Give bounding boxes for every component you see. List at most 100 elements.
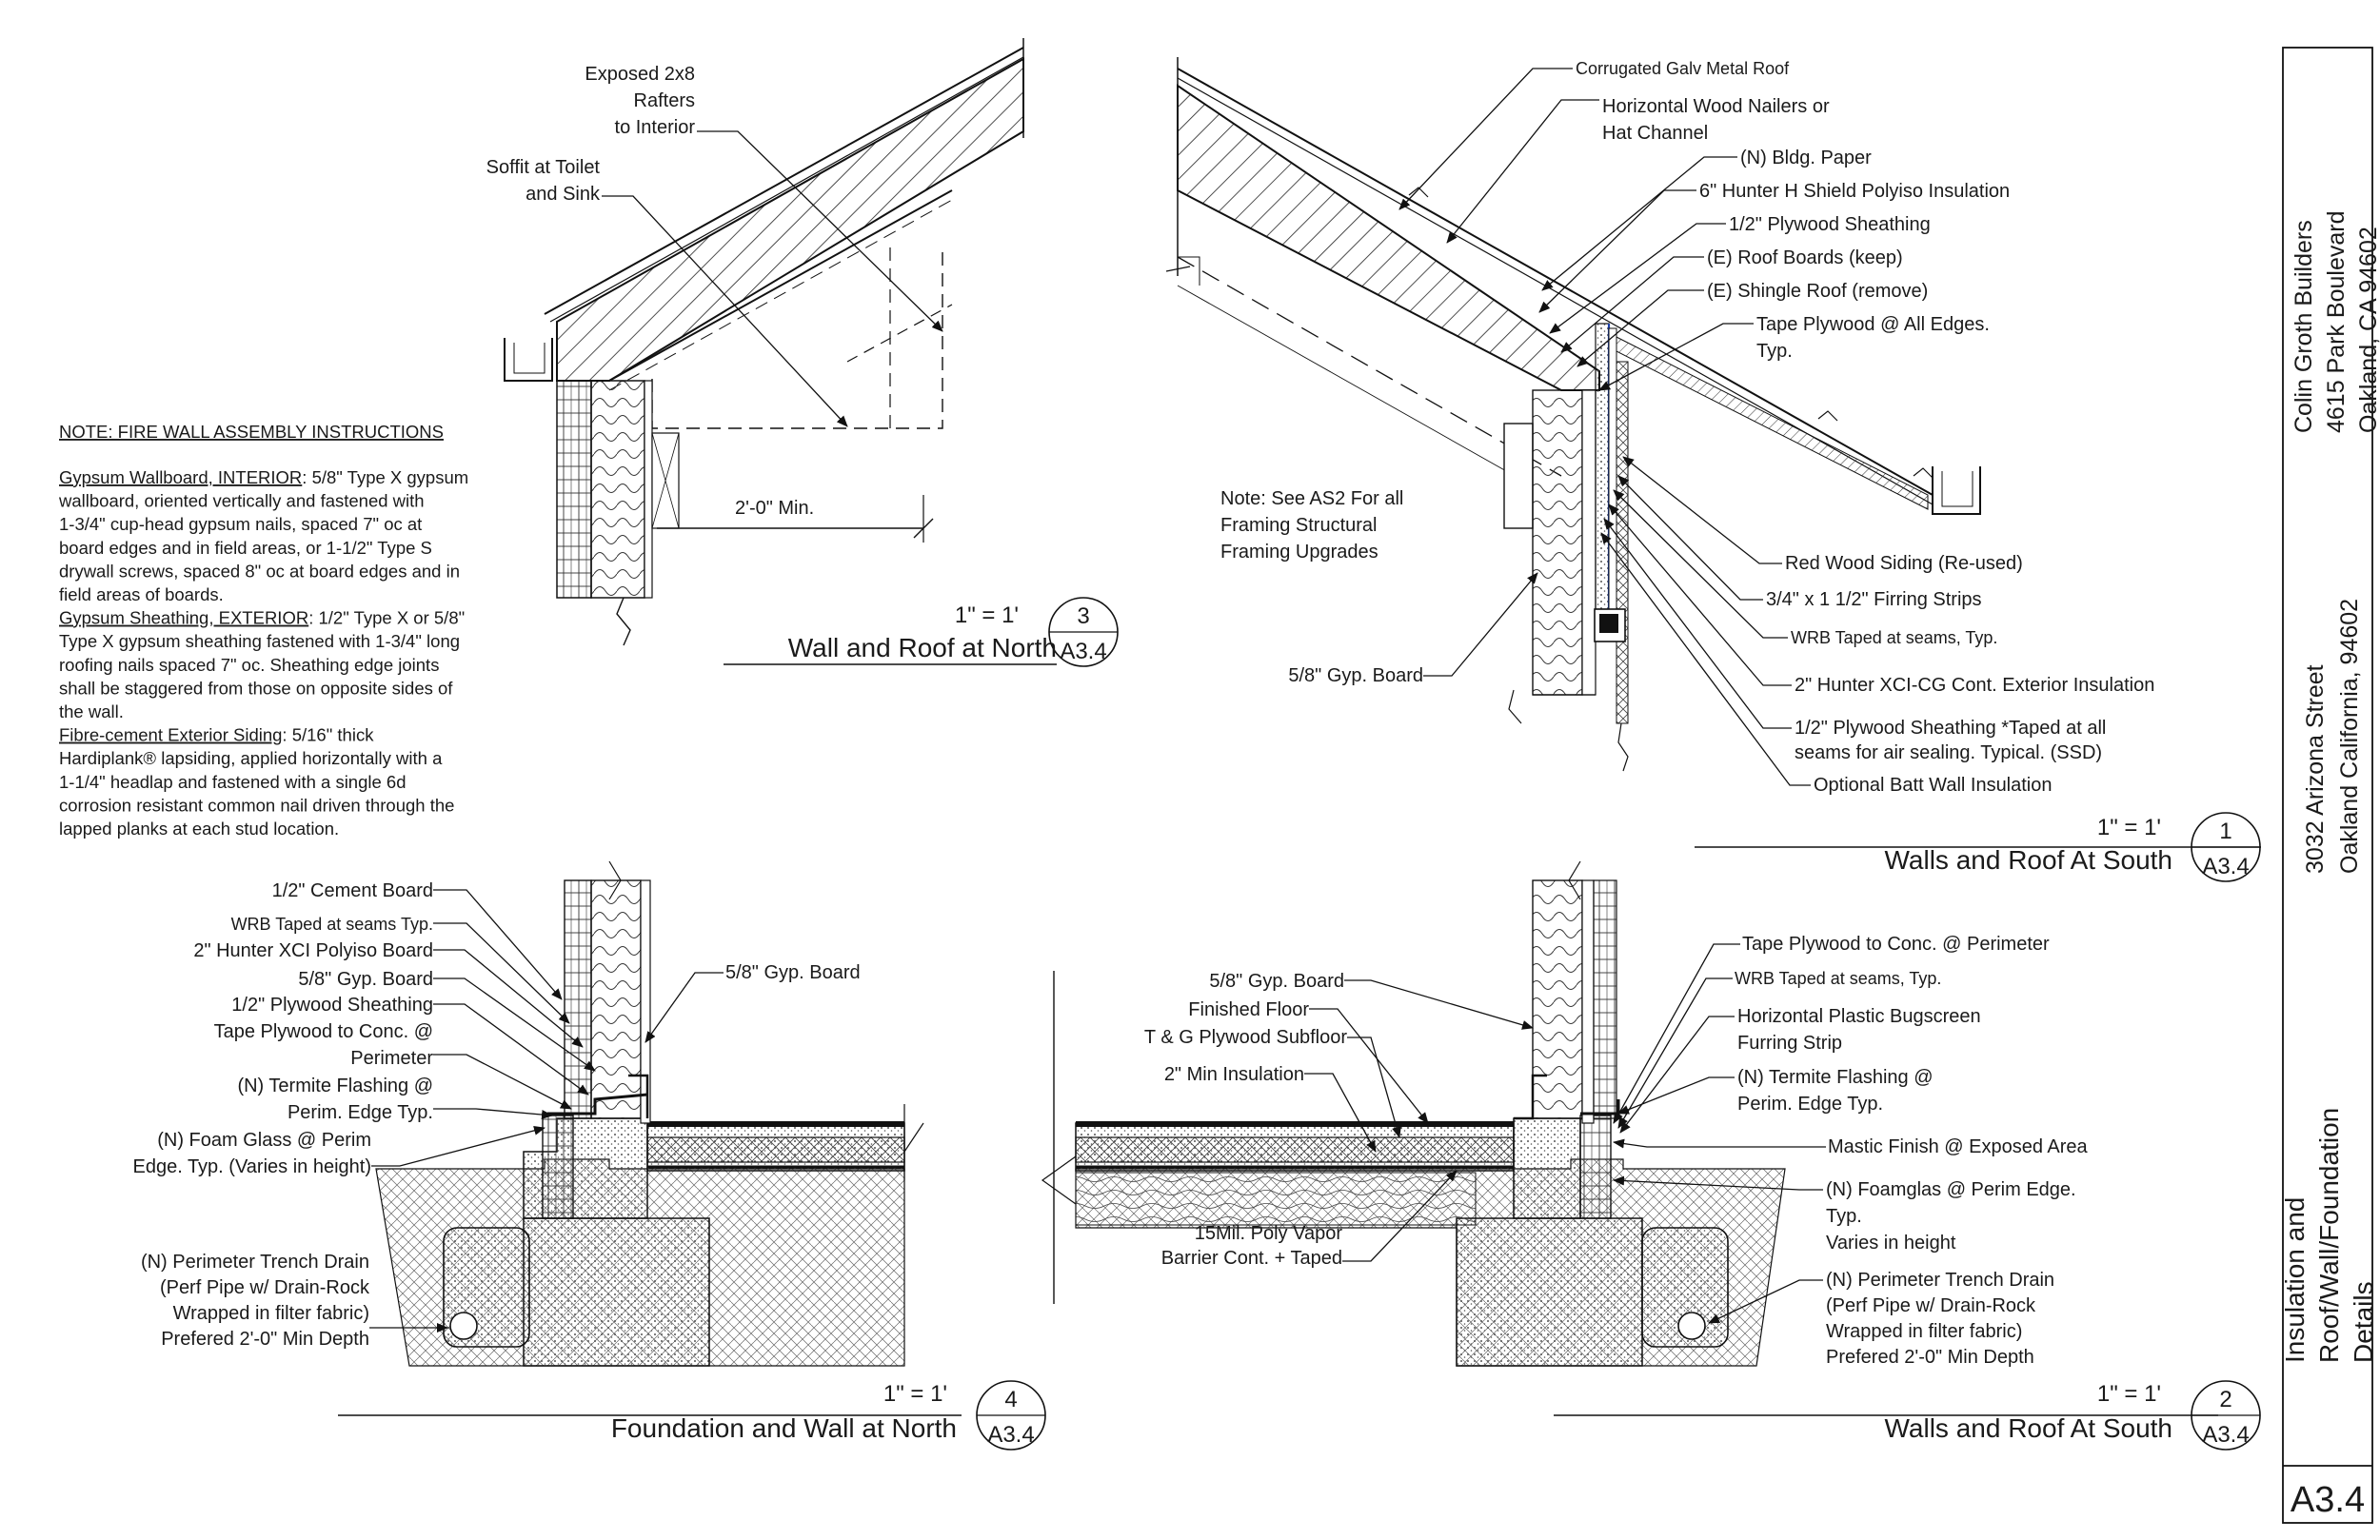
sheet-title-line: Details bbox=[2349, 1281, 2378, 1363]
soffit-label: Soffit at Toilet bbox=[486, 157, 601, 178]
scale-label: 1" = 1' bbox=[883, 1381, 947, 1407]
note-line: Gypsum Sheathing, EXTERIOR: 1/2" Type X … bbox=[59, 608, 465, 628]
plywood-label: 1/2" Plywood Sheathing bbox=[231, 995, 433, 1016]
wrb-label: WRB Taped at seams, Typ. bbox=[1735, 969, 1941, 988]
floor-label: Finished Floor bbox=[1188, 999, 1309, 1020]
note-line: lapped planks at each stud location. bbox=[59, 819, 339, 839]
foamglas-label: (N) Foamglas @ Perim Edge. bbox=[1826, 1179, 2076, 1200]
roof-boards-label: (E) Roof Boards (keep) bbox=[1707, 247, 1903, 268]
company-line: 4615 Park Boulevard bbox=[2323, 211, 2350, 433]
drain-label: (Perf Pipe w/ Drain-Rock bbox=[160, 1277, 370, 1298]
subfloor-label: T & G Plywood Subfloor bbox=[1144, 1027, 1347, 1048]
foam-glass-label: (N) Foam Glass @ Perim bbox=[157, 1130, 371, 1151]
drain-label: Wrapped in filter fabric) bbox=[173, 1303, 369, 1324]
gyp-board-label: 5/8" Gyp. Board bbox=[298, 969, 433, 990]
detail-3-leaders bbox=[602, 130, 943, 427]
note-line: Hardiplank® lapsiding, applied horizonta… bbox=[59, 748, 443, 768]
foamglas-label: Typ. bbox=[1826, 1206, 1862, 1227]
detail-title: Wall and Roof at North bbox=[788, 633, 1057, 662]
tape-label: Tape Plywood @ All Edges. bbox=[1756, 314, 1990, 335]
note-line: Fibre-cement Exterior Siding: 5/16" thic… bbox=[59, 725, 374, 745]
gyp-board-label: 5/8" Gyp. Board bbox=[1209, 971, 1344, 992]
drain-label: (N) Perimeter Trench Drain bbox=[1826, 1270, 2054, 1291]
note-line: drywall screws, spaced 8" oc at board ed… bbox=[59, 561, 460, 581]
foamglas-label: Varies in height bbox=[1826, 1233, 1956, 1254]
cement-board-label: 1/2" Cement Board bbox=[272, 880, 433, 901]
note-line: Type X gypsum sheathing fastened with 1-… bbox=[59, 631, 460, 651]
rafters-label: Rafters bbox=[634, 90, 695, 111]
termite-label: (N) Termite Flashing @ bbox=[1737, 1067, 1934, 1088]
scale-label: 1" = 1' bbox=[955, 602, 1019, 628]
dimension-label: 2'-0" Min. bbox=[735, 498, 814, 519]
rafters-label: to Interior bbox=[615, 117, 696, 138]
foam-glass-label: Edge. Typ. (Varies in height) bbox=[132, 1156, 371, 1177]
detail-3-drawing bbox=[504, 38, 1024, 646]
nailers-label: Horizontal Wood Nailers or bbox=[1602, 96, 1830, 117]
wrb-label: WRB Taped at seams, Typ. bbox=[1791, 628, 1997, 647]
note-line: the wall. bbox=[59, 701, 124, 721]
sheathing-label: seams for air sealing. Typical. (SSD) bbox=[1795, 742, 2102, 763]
vapor-label: Barrier Cont. + Taped bbox=[1161, 1248, 1342, 1269]
company-line: Colin Groth Builders bbox=[2291, 220, 2317, 433]
detail-title: Walls and Roof At South bbox=[1885, 1413, 2172, 1443]
tape-label: Perimeter bbox=[350, 1048, 433, 1069]
scale-label: 1" = 1' bbox=[2097, 1381, 2161, 1407]
siding-label: Red Wood Siding (Re-used) bbox=[1785, 553, 2023, 574]
drain-label: (Perf Pipe w/ Drain-Rock bbox=[1826, 1295, 2036, 1316]
firring-label: 3/4" x 1 1/2" Firring Strips bbox=[1766, 589, 1982, 610]
mastic-label: Mastic Finish @ Exposed Area bbox=[1828, 1136, 2089, 1157]
termite-label: Perim. Edge Typ. bbox=[1737, 1094, 1883, 1115]
roof-label: Corrugated Galv Metal Roof bbox=[1576, 59, 1790, 78]
xci-label: 2" Hunter XCI Polyiso Board bbox=[193, 940, 433, 961]
drain-label: Prefered 2'-0" Min Depth bbox=[161, 1329, 369, 1350]
insulation-label: 2" Min Insulation bbox=[1164, 1064, 1304, 1085]
nailers-label: Hat Channel bbox=[1602, 123, 1708, 144]
note-line: shall be staggered from those on opposit… bbox=[59, 678, 453, 698]
detail-number: 4 bbox=[1004, 1387, 1017, 1412]
sheet-number: A3.4 bbox=[2291, 1480, 2365, 1520]
detail-4-drawing bbox=[375, 860, 1055, 1367]
gyp-board-label: 5/8" Gyp. Board bbox=[1288, 665, 1423, 686]
termite-label: Perim. Edge Typ. bbox=[288, 1102, 433, 1123]
drain-label: Prefered 2'-0" Min Depth bbox=[1826, 1347, 2034, 1368]
shingle-label: (E) Shingle Roof (remove) bbox=[1707, 281, 1928, 302]
sheet-reference: A3.4 bbox=[2202, 1422, 2249, 1448]
termite-label: (N) Termite Flashing @ bbox=[237, 1076, 433, 1096]
gyp-board-label: 5/8" Gyp. Board bbox=[725, 962, 861, 983]
detail-title: Walls and Roof At South bbox=[1885, 845, 2172, 875]
note-line: roofing nails spaced 7" oc. Sheathing ed… bbox=[59, 655, 439, 675]
tape-label: Tape Plywood to Conc. @ Perimeter bbox=[1742, 934, 2050, 955]
bugscreen-label: Furring Strip bbox=[1737, 1033, 1842, 1054]
sheet-title-line: Roof/Wall/Foundation bbox=[2314, 1108, 2344, 1363]
detail-4-leaders bbox=[369, 889, 724, 1333]
vapor-label: 15Mil. Poly Vapor bbox=[1195, 1223, 1343, 1244]
note-heading: NOTE: FIRE WALL ASSEMBLY INSTRUCTIONS bbox=[59, 422, 444, 442]
detail-2-leaders bbox=[1304, 943, 1826, 1324]
detail-2-drawing bbox=[1041, 860, 1786, 1367]
note-line: board edges and in field areas, or 1-1/2… bbox=[59, 538, 432, 558]
tape-label: Typ. bbox=[1756, 341, 1793, 362]
project-line: 3032 Arizona Street bbox=[2302, 664, 2329, 874]
text-layer: NOTE: FIRE WALL ASSEMBLY INSTRUCTIONS Gyp… bbox=[58, 59, 2380, 1520]
drain-label: Wrapped in filter fabric) bbox=[1826, 1321, 2022, 1342]
detail-number: 3 bbox=[1077, 603, 1089, 629]
detail-title: Foundation and Wall at North bbox=[611, 1413, 957, 1443]
wrb-label: WRB Taped at seams Typ. bbox=[231, 915, 433, 934]
framing-note: Framing Structural bbox=[1220, 515, 1378, 536]
scale-label: 1" = 1' bbox=[2097, 815, 2161, 840]
company-line: Oakland, CA 94602 bbox=[2355, 227, 2380, 433]
detail-number: 1 bbox=[2219, 819, 2231, 844]
detail-number: 2 bbox=[2219, 1387, 2231, 1412]
soffit-label: and Sink bbox=[526, 184, 601, 205]
drain-label: (N) Perimeter Trench Drain bbox=[141, 1252, 369, 1273]
sheathing-label: 1/2" Plywood Sheathing *Taped at all bbox=[1795, 718, 2106, 739]
plywood-label: 1/2" Plywood Sheathing bbox=[1729, 214, 1931, 235]
title-bars bbox=[338, 597, 2261, 1451]
paper-label: (N) Bldg. Paper bbox=[1740, 148, 1872, 168]
batt-label: Optional Batt Wall Insulation bbox=[1814, 775, 2053, 796]
bugscreen-label: Horizontal Plastic Bugscreen bbox=[1737, 1006, 1981, 1027]
note-line: 1-3/4" cup-head gypsum nails, spaced 7" … bbox=[59, 514, 422, 534]
title-block-frame bbox=[2282, 47, 2373, 1524]
tape-label: Tape Plywood to Conc. @ bbox=[214, 1021, 433, 1042]
